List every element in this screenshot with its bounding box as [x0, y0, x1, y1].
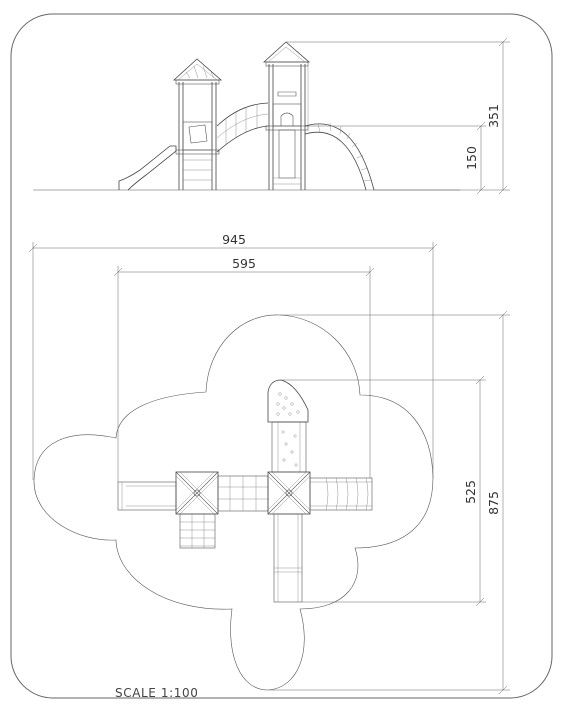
- arch-climber: [304, 122, 375, 191]
- drawing-frame: [10, 13, 553, 699]
- plan-view: 945 595 525 875: [28, 232, 510, 695]
- dimension-height-total: 351: [486, 104, 501, 128]
- plan-slide-left: [117, 481, 177, 511]
- scale-label: SCALE 1:100: [115, 686, 198, 700]
- dimension-overall-depth: 875: [486, 491, 501, 515]
- elevation-dimensions: [286, 37, 510, 195]
- plan-ladder: [179, 513, 216, 549]
- plan-slide-down: [273, 513, 303, 603]
- left-slide: [118, 145, 177, 191]
- safety-zone-outline: [33, 314, 434, 691]
- left-tower: [172, 58, 223, 190]
- right-tower: [262, 41, 311, 190]
- plan-dimensions: [28, 242, 510, 695]
- plan-climbing-wall: [271, 421, 307, 473]
- dimension-overall-width: 945: [222, 232, 246, 247]
- rope-bridge: [216, 102, 269, 153]
- dimension-structure-depth: 525: [463, 480, 478, 504]
- plan-top-panel: [267, 379, 309, 423]
- dimension-structure-width: 595: [232, 256, 256, 271]
- plan-right-tower: [267, 471, 311, 515]
- dimension-platform-height: 150: [464, 146, 479, 170]
- plan-left-tower: [175, 471, 219, 515]
- plan-bridge: [217, 475, 269, 512]
- elevation-view: 351 150: [33, 37, 510, 195]
- plan-arch-climber: [309, 477, 373, 511]
